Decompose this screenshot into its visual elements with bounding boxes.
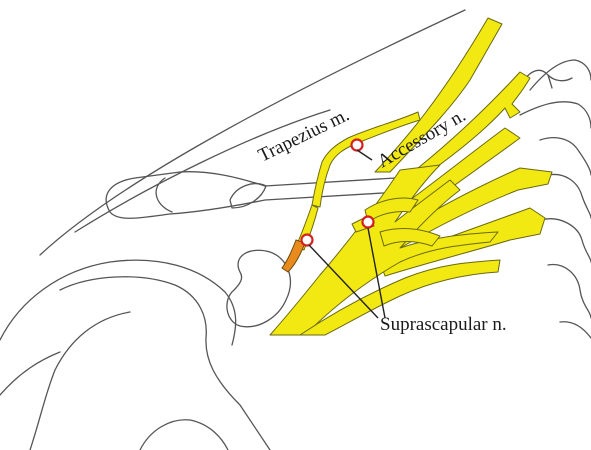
- accessory-marker: [352, 140, 363, 151]
- scapula-outline: [0, 260, 236, 345]
- scapula-lower: [30, 312, 130, 450]
- suprascapular-label: Suprascapular n.: [380, 314, 507, 335]
- suprascapular-marker-distal: [363, 217, 374, 228]
- acromion: [230, 184, 266, 208]
- trapezius-inner-contour: [75, 110, 330, 232]
- nerve-plexus: [270, 18, 552, 335]
- accessory-leader: [357, 150, 372, 160]
- trapezius-label: Trapezius m.: [255, 104, 353, 166]
- clavicle-end: [156, 178, 172, 212]
- coracoid-process: [227, 250, 290, 327]
- scapula-spine: [0, 352, 60, 395]
- suprascapular-marker-proximal: [302, 235, 313, 246]
- vertebrae-outline: [520, 60, 591, 338]
- glenoid-rim: [140, 420, 228, 450]
- highlight-segment: [282, 240, 305, 272]
- clavicle: [106, 172, 400, 219]
